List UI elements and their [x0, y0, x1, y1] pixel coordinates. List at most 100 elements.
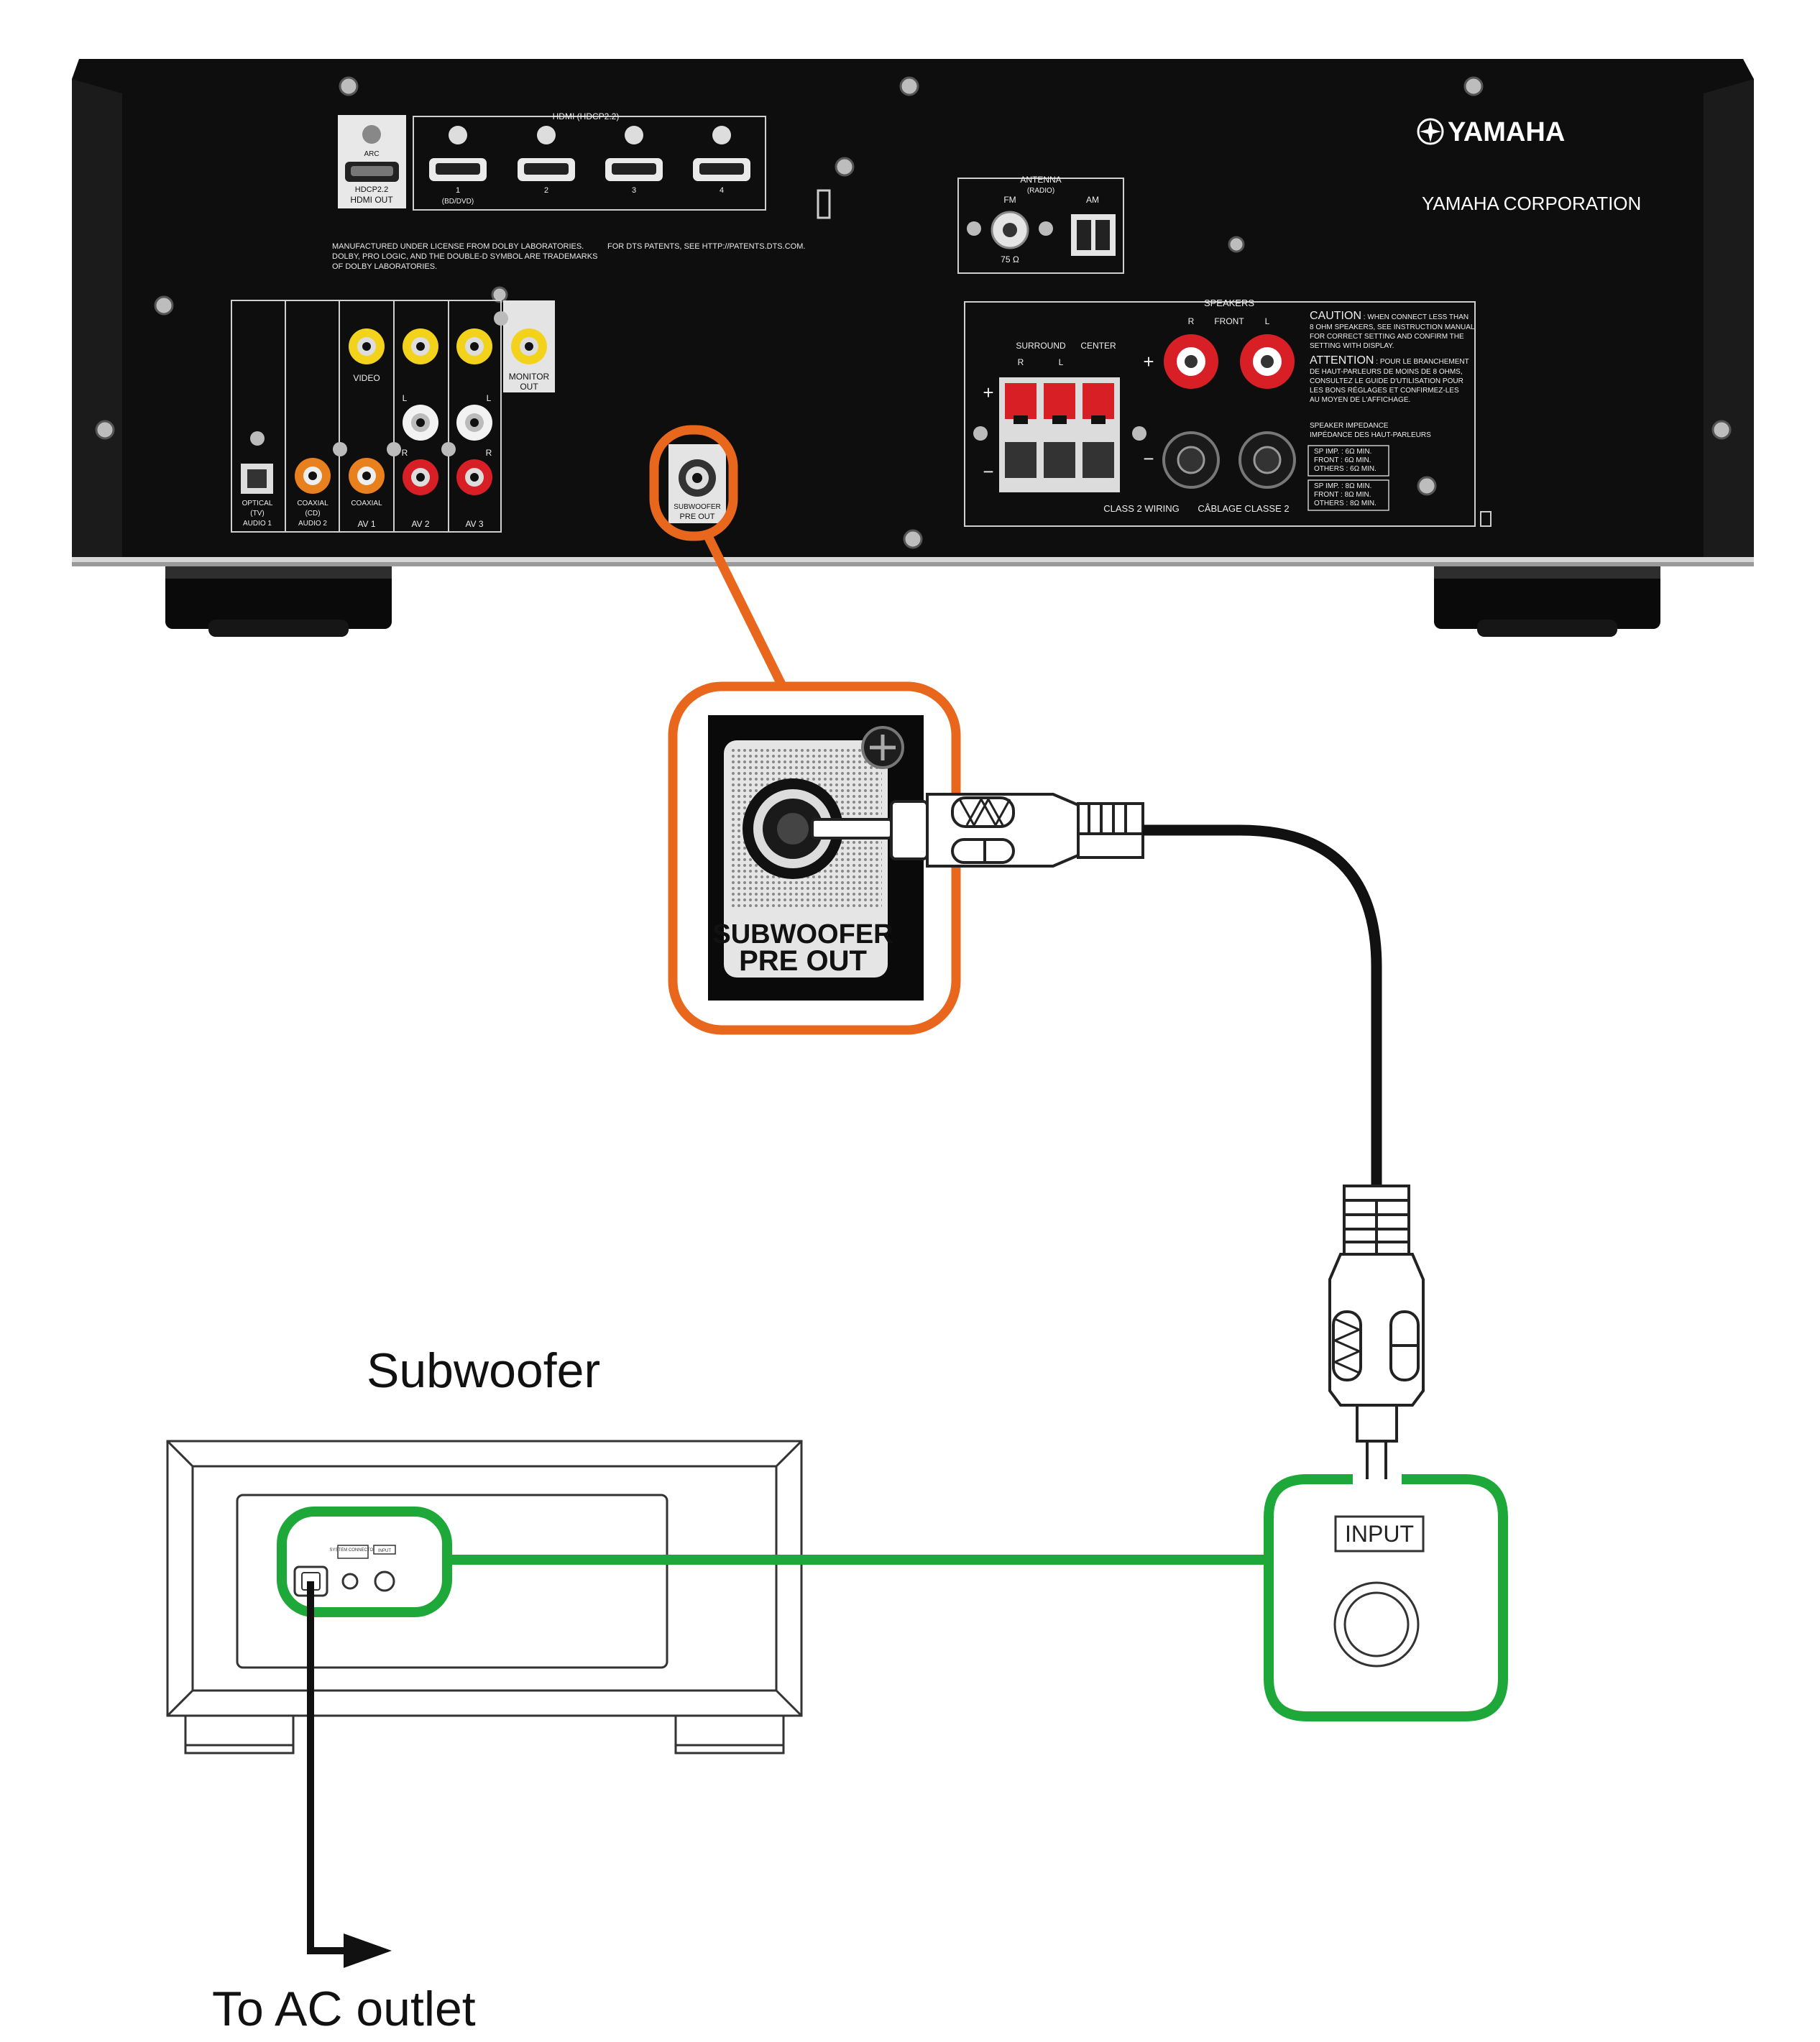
- subwoofer-title: Subwoofer: [367, 1343, 600, 1398]
- svg-text:SETTING WITH DISPLAY.: SETTING WITH DISPLAY.: [1310, 342, 1394, 350]
- license-text: MANUFACTURED UNDER LICENSE FROM DOLBY LA…: [332, 242, 805, 271]
- rca-plug-pre-out: [811, 793, 1144, 868]
- svg-text:8 OHM SPEAKERS, SEE INSTRUCTIO: 8 OHM SPEAKERS, SEE INSTRUCTION MANUAL: [1310, 323, 1475, 331]
- hdmi-in-4: 4: [693, 126, 750, 195]
- subwoofer-pre-out-jack: SUBWOOFER PRE OUT: [668, 444, 726, 523]
- svg-text:INPUT: INPUT: [378, 1549, 391, 1553]
- svg-text:SPEAKER IMPEDANCE: SPEAKER IMPEDANCE: [1310, 422, 1389, 430]
- hdmi-inputs-title: HDMI (HDCP2.2): [553, 111, 620, 121]
- svg-text:FOR DTS PATENTS, SEE HTTP://PA: FOR DTS PATENTS, SEE HTTP://PATENTS.DTS.…: [607, 242, 805, 251]
- receiver-foot-left: [165, 561, 392, 637]
- svg-text:CONSULTEZ LE GUIDE D'UTILISATI: CONSULTEZ LE GUIDE D'UTILISATION POUR: [1310, 377, 1463, 385]
- subwoofer-unit: [166, 1440, 803, 1754]
- svg-text:R: R: [486, 448, 492, 458]
- hdmi-out-label: HDMI OUT: [350, 195, 393, 205]
- svg-text:OUT: OUT: [520, 382, 538, 392]
- yamaha-corporation-label: YAMAHA CORPORATION: [1422, 193, 1641, 214]
- svg-text:IMPÉDANCE DES HAUT-PARLEURS: IMPÉDANCE DES HAUT-PARLEURS: [1310, 430, 1431, 439]
- hdmi-out-hdcp-label: HDCP2.2: [355, 185, 388, 194]
- svg-text:(TV): (TV): [250, 510, 264, 518]
- svg-text:75 Ω: 75 Ω: [1001, 254, 1019, 265]
- svg-text:AUDIO 2: AUDIO 2: [298, 520, 327, 528]
- svg-text:FRONT : 8Ω MIN.: FRONT : 8Ω MIN.: [1314, 491, 1371, 499]
- svg-text:DE HAUT-PARLEURS DE MOINS DE 8: DE HAUT-PARLEURS DE MOINS DE 8 OHMS,: [1310, 368, 1463, 376]
- audio-r-jack-av2: [403, 459, 438, 495]
- svg-text:MONITOR: MONITOR: [509, 372, 550, 382]
- svg-text:R: R: [402, 448, 408, 458]
- svg-text:SP IMP. : 6Ω MIN.: SP IMP. : 6Ω MIN.: [1314, 448, 1371, 456]
- chassis-screws: [95, 76, 1732, 549]
- speaker-terminals-group: SPEAKERS FRONT R L SURROUND CENTER R L +…: [964, 298, 1476, 527]
- svg-text:FRONT : 6Ω MIN.: FRONT : 6Ω MIN.: [1314, 456, 1371, 464]
- svg-text:4: 4: [720, 186, 724, 195]
- svg-text:COAXIAL: COAXIAL: [351, 500, 382, 507]
- subwoofer-cable: [1143, 824, 1382, 1186]
- arrow-right-icon: [344, 1933, 392, 1968]
- svg-text:(BD/DVD): (BD/DVD): [442, 198, 474, 206]
- hdmi-out-port: ARC HDCP2.2 HDMI OUT: [338, 115, 406, 208]
- svg-text:L: L: [1059, 357, 1064, 367]
- svg-text:R: R: [1188, 316, 1195, 326]
- svg-text:−: −: [983, 461, 993, 482]
- svg-text:LES BONS RÉGLAGES ET CONFIRMEZ: LES BONS RÉGLAGES ET CONFIRMEZ-LES: [1310, 385, 1459, 395]
- svg-text:ATTENTION : POUR LE BRANCHEMEN: ATTENTION : POUR LE BRANCHEMENT: [1310, 354, 1469, 367]
- monitor-out-jack: MONITOR OUT: [503, 300, 555, 392]
- hdmi-out-arc-label: ARC: [364, 150, 379, 158]
- svg-text:AUDIO 1: AUDIO 1: [243, 520, 272, 528]
- svg-text:SYSTEM CONNECTOR: SYSTEM CONNECTOR: [330, 1548, 377, 1553]
- svg-text:+: +: [983, 382, 993, 403]
- receiver-foot-right: [1434, 561, 1660, 637]
- receiver-chassis: [72, 59, 1754, 564]
- front-right-plus-post: [1164, 334, 1218, 389]
- svg-text:2: 2: [544, 186, 548, 195]
- svg-text:CLASS 2 WIRING: CLASS 2 WIRING: [1103, 503, 1179, 514]
- coaxial-jack-av1: COAXIAL: [333, 442, 456, 507]
- service-port: [817, 189, 831, 219]
- svg-text:AV 2: AV 2: [411, 519, 429, 529]
- svg-text:PRE OUT: PRE OUT: [680, 512, 715, 521]
- svg-text:OTHERS : 6Ω MIN.: OTHERS : 6Ω MIN.: [1314, 465, 1377, 473]
- svg-text:SURROUND: SURROUND: [1016, 341, 1066, 351]
- caution-text: CAUTION : WHEN CONNECT LESS THAN 8 OHM S…: [1307, 310, 1475, 511]
- audio-l-jack-av3: [456, 405, 492, 441]
- svg-text:ANTENNA: ANTENNA: [1020, 175, 1061, 185]
- svg-text:DOLBY, PRO LOGIC, AND THE DOUB: DOLBY, PRO LOGIC, AND THE DOUBLE-D SYMBO…: [332, 252, 597, 261]
- video-jack-av2: [403, 328, 438, 364]
- svg-text:L: L: [1265, 316, 1270, 326]
- svg-text:SPEAKERS: SPEAKERS: [1204, 298, 1254, 308]
- hdmi-in-1: 1 (BD/DVD): [429, 126, 487, 206]
- front-right-minus-post: [1162, 431, 1220, 489]
- optical-jack: OPTICAL (TV) AUDIO 1: [241, 431, 273, 528]
- svg-text:−: −: [1143, 448, 1154, 469]
- input-callout: INPUT: [1333, 1515, 1425, 1668]
- svg-text:FM: FM: [1003, 195, 1016, 205]
- svg-text:SP IMP. : 8Ω MIN.: SP IMP. : 8Ω MIN.: [1314, 482, 1371, 490]
- svg-text:+: +: [1143, 351, 1154, 372]
- svg-text:CÂBLAGE CLASSE 2: CÂBLAGE CLASSE 2: [1198, 503, 1289, 514]
- svg-text:FOR CORRECT SETTING AND CONFIR: FOR CORRECT SETTING AND CONFIRM THE: [1310, 333, 1464, 341]
- svg-text:FRONT: FRONT: [1214, 316, 1244, 326]
- svg-text:SUBWOOFER: SUBWOOFER: [674, 503, 721, 511]
- svg-text:OPTICAL: OPTICAL: [242, 500, 273, 507]
- power-cable: [307, 1581, 392, 1968]
- input-label: INPUT: [1345, 1521, 1414, 1547]
- audio-l-jack-av2: [403, 405, 438, 441]
- svg-text:YAMAHA: YAMAHA: [1448, 117, 1565, 147]
- analog-inputs-group: VIDEO MONITOR OUT L L R R: [231, 300, 555, 533]
- svg-text:AM: AM: [1086, 195, 1099, 205]
- svg-text:CENTER: CENTER: [1080, 341, 1116, 351]
- subwoofer-panel-connectors: SYSTEM CONNECTOR INPUT: [293, 1545, 396, 1597]
- svg-text:OF DOLBY LABORATORIES.: OF DOLBY LABORATORIES.: [332, 262, 437, 271]
- svg-text:1: 1: [456, 186, 460, 195]
- svg-text:AV 1: AV 1: [357, 519, 375, 529]
- video-jack-av3: [456, 328, 492, 364]
- front-left-minus-post: [1238, 431, 1296, 489]
- svg-text:COAXIAL: COAXIAL: [297, 500, 328, 507]
- rca-plug-sub-input: [1328, 1185, 1425, 1514]
- av-receiver-rear-panel: ARC HDCP2.2 HDMI OUT HDMI (HDCP2.2) 1 (B…: [72, 59, 1754, 637]
- svg-text:R: R: [1018, 357, 1024, 367]
- svg-text:AU MOYEN DE L'AFFICHAGE.: AU MOYEN DE L'AFFICHAGE.: [1310, 396, 1410, 404]
- coaxial-jack-audio2: COAXIAL (CD) AUDIO 2: [295, 458, 331, 528]
- video-label: VIDEO: [353, 373, 380, 383]
